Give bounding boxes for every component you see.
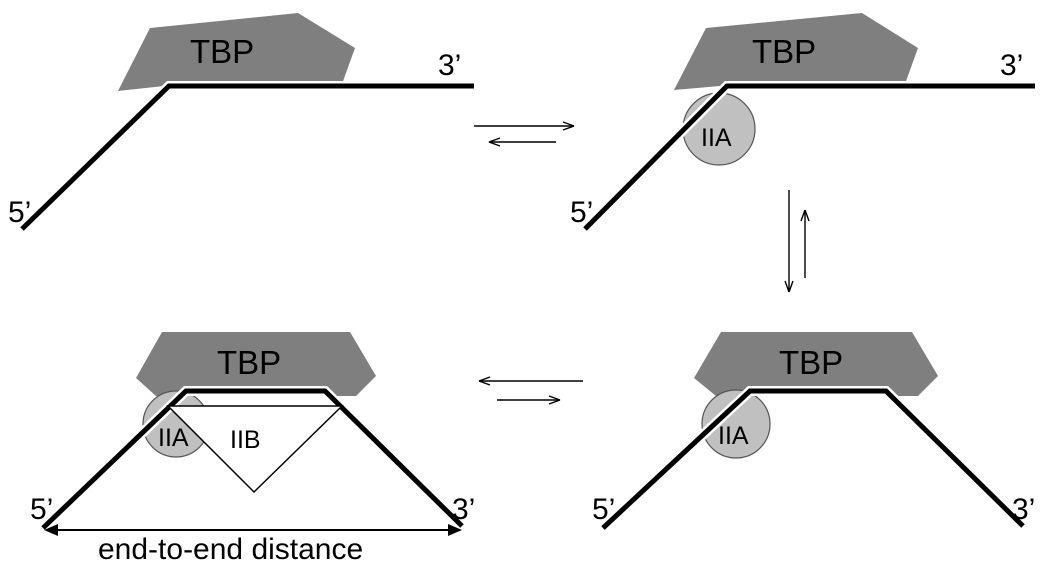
end-to-end-distance-label: end-to-end distance xyxy=(98,533,363,566)
three-prime-label: 3’ xyxy=(1012,493,1035,526)
three-prime-label: 3’ xyxy=(452,493,475,526)
dna-strand xyxy=(599,386,1027,532)
iia-label: IIA xyxy=(718,422,749,450)
dna-strand xyxy=(20,83,474,231)
tbp-protein xyxy=(694,332,938,396)
three-prime-label: 3’ xyxy=(1000,49,1023,82)
dna-strand xyxy=(583,83,1035,231)
iia-label: IIA xyxy=(158,424,189,452)
iia-label: IIA xyxy=(701,124,732,152)
equilibrium-arrows-bottom xyxy=(478,376,583,405)
panel-tbp-iia-bent-dna: TBP IIA 5’ 3’ xyxy=(592,332,1035,532)
tbp-label: TBP xyxy=(752,33,816,70)
equilibrium-arrows-top xyxy=(474,121,575,147)
iib-label: IIB xyxy=(230,426,261,454)
tbp-label: TBP xyxy=(217,344,281,381)
dna-strand xyxy=(18,81,474,233)
panel-tbp-dna: TBP 5’ 3’ xyxy=(8,13,474,233)
five-prime-label: 5’ xyxy=(30,493,53,526)
tbp-label: TBP xyxy=(779,344,843,381)
iia-protein xyxy=(701,389,771,459)
iib-protein xyxy=(166,405,344,494)
dna-strand xyxy=(41,388,464,530)
tbp-protein xyxy=(136,332,376,396)
five-prime-label: 5’ xyxy=(592,493,615,526)
five-prime-label: 5’ xyxy=(570,196,593,229)
panel-tbp-iia-iib-dna: TBP IIA IIB 5’ 3’ end-to-end distance xyxy=(30,332,475,566)
dna-strand xyxy=(601,388,1025,530)
three-prime-label: 3’ xyxy=(438,49,461,82)
tbp-protein xyxy=(118,13,355,91)
equilibrium-arrows-right xyxy=(784,190,810,293)
tbp-label: TBP xyxy=(190,33,254,70)
tbp-protein xyxy=(674,13,918,90)
five-prime-label: 5’ xyxy=(8,196,31,229)
end-to-end-arrow xyxy=(44,524,462,536)
panel-tbp-iia-dna: TBP IIA 5’ 3’ xyxy=(570,13,1035,233)
